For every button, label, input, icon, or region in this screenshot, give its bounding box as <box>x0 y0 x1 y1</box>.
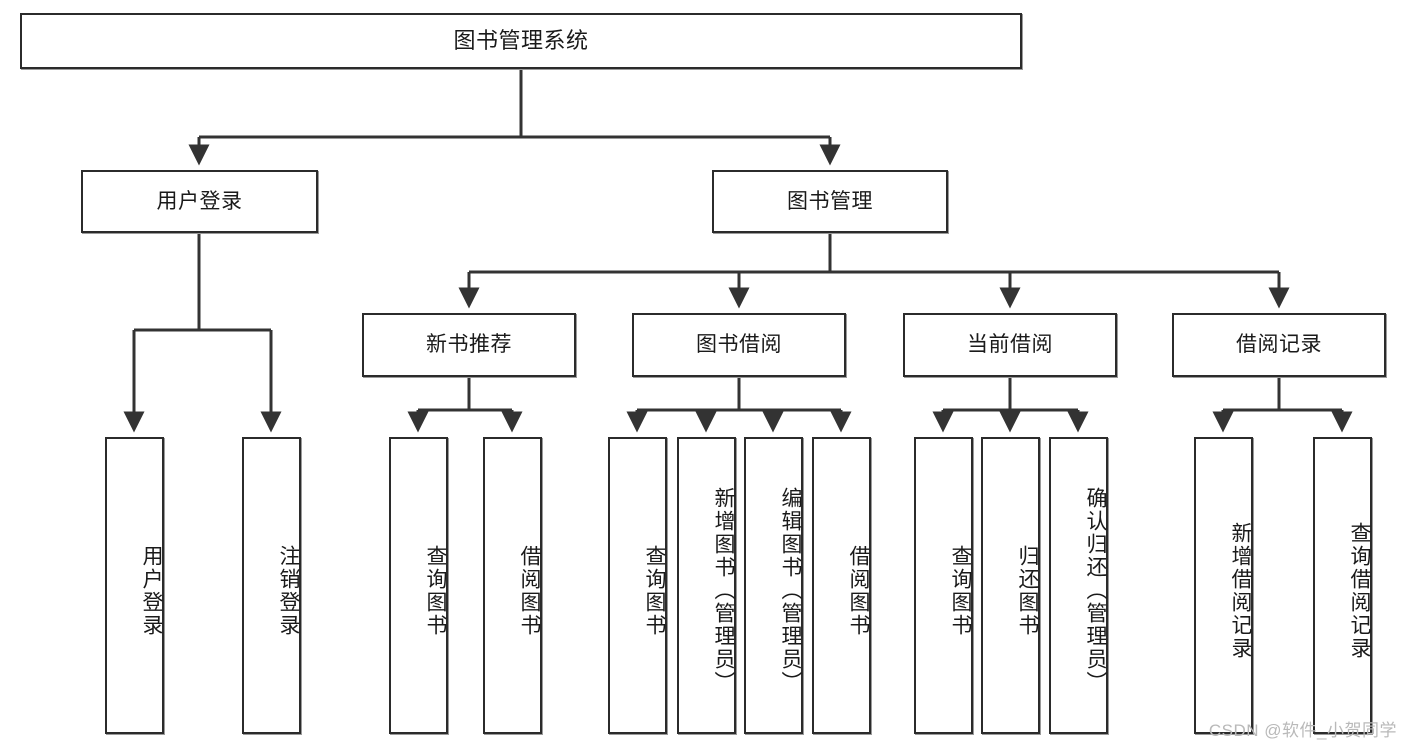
leaf-current-borrow-query[interactable]: 查询图书 <box>914 437 973 734</box>
node-book-borrow-label: 图书借阅 <box>696 333 782 357</box>
node-root-label: 图书管理系统 <box>453 27 589 53</box>
leaf-label: 归还图书 <box>1016 544 1039 637</box>
node-book-management[interactable]: 图书管理 <box>712 170 948 233</box>
leaf-new-book-borrow[interactable]: 借阅图书 <box>483 437 542 734</box>
leaf-label: 新增图书（管理员） <box>712 487 735 694</box>
leaf-borrow-record-add[interactable]: 新增借阅记录 <box>1194 437 1253 734</box>
node-borrow-record[interactable]: 借阅记录 <box>1172 313 1386 377</box>
leaf-label: 用户登录 <box>140 544 163 637</box>
node-user-login-label: 用户登录 <box>156 189 243 213</box>
leaf-label: 查询借阅记录 <box>1348 521 1371 660</box>
node-root[interactable]: 图书管理系统 <box>20 13 1022 69</box>
leaf-user-login-logout[interactable]: 注销登录 <box>242 437 301 734</box>
leaf-current-borrow-confirm-return[interactable]: 确认归还（管理员） <box>1049 437 1108 734</box>
node-new-book-recommend-label: 新书推荐 <box>426 333 512 357</box>
node-new-book-recommend[interactable]: 新书推荐 <box>362 313 576 377</box>
leaf-label: 查询图书 <box>949 544 972 637</box>
node-book-management-label: 图书管理 <box>787 189 873 213</box>
leaf-book-borrow-add[interactable]: 新增图书（管理员） <box>677 437 736 734</box>
node-borrow-record-label: 借阅记录 <box>1236 333 1322 357</box>
leaf-label: 借阅图书 <box>518 544 541 637</box>
node-current-borrow-label: 当前借阅 <box>967 333 1053 357</box>
node-user-login[interactable]: 用户登录 <box>81 170 318 233</box>
watermark: CSDN @软件_小贺同学 <box>1208 721 1397 740</box>
leaf-label: 查询图书 <box>424 544 447 637</box>
leaf-label: 借阅图书 <box>847 544 870 637</box>
leaf-borrow-record-query[interactable]: 查询借阅记录 <box>1313 437 1372 734</box>
leaf-label: 确认归还（管理员） <box>1084 487 1107 694</box>
leaf-label: 查询图书 <box>643 544 666 637</box>
leaf-user-login-login[interactable]: 用户登录 <box>105 437 164 734</box>
leaf-book-borrow-edit[interactable]: 编辑图书（管理员） <box>744 437 803 734</box>
leaf-book-borrow-query[interactable]: 查询图书 <box>608 437 667 734</box>
leaf-new-book-query[interactable]: 查询图书 <box>389 437 448 734</box>
leaf-label: 注销登录 <box>277 544 300 637</box>
leaf-current-borrow-return[interactable]: 归还图书 <box>981 437 1040 734</box>
node-current-borrow[interactable]: 当前借阅 <box>903 313 1117 377</box>
leaf-book-borrow-borrow[interactable]: 借阅图书 <box>812 437 871 734</box>
node-book-borrow[interactable]: 图书借阅 <box>632 313 846 377</box>
leaf-label: 编辑图书（管理员） <box>779 487 802 694</box>
leaf-label: 新增借阅记录 <box>1229 521 1252 660</box>
